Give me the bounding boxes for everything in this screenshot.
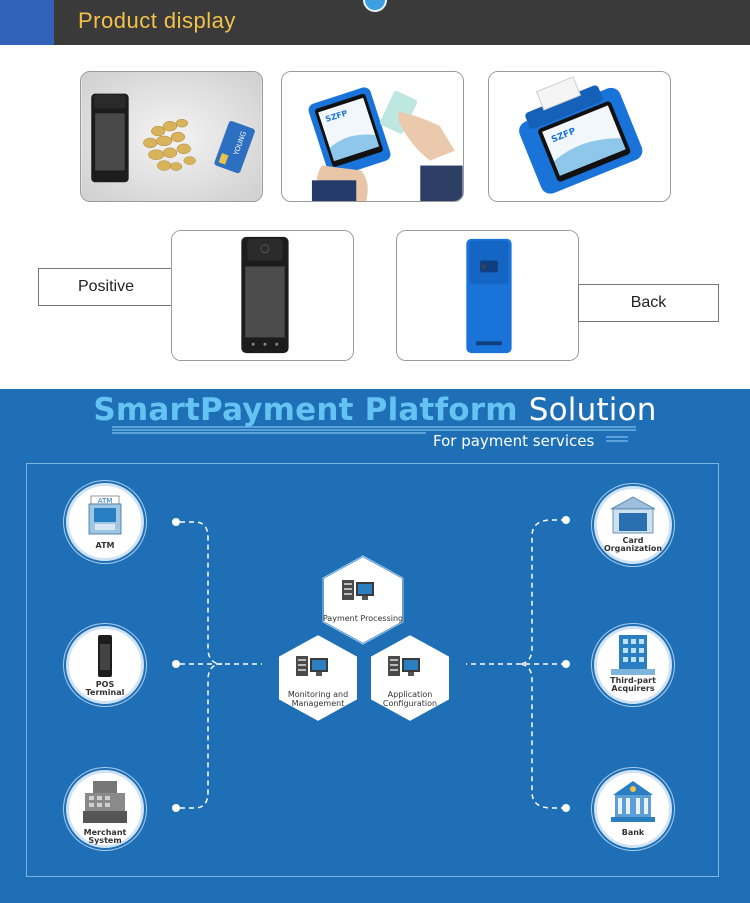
product-photo-back xyxy=(396,230,579,361)
card-organization-label: Card Organization xyxy=(603,536,663,553)
product-photo-coins: YOUNG xyxy=(80,71,263,202)
pos-terminal-node: POS Terminal xyxy=(66,626,144,704)
positive-label-box: Positive xyxy=(38,268,174,306)
center-hex-cluster xyxy=(277,554,451,724)
monitoring-management-label: Monitoring and Management xyxy=(287,690,349,708)
platform-subtitle: For payment services xyxy=(433,432,595,450)
bank-label: Bank xyxy=(621,828,645,837)
atm-node: ATM ATM xyxy=(66,483,144,561)
device-with-coins-image: YOUNG xyxy=(81,72,262,201)
platform-title-solution: Solution xyxy=(528,392,657,428)
card-organization-node: Card Organization xyxy=(594,486,672,564)
product-photo-hand: SZFP xyxy=(281,71,464,202)
section-header: Product display xyxy=(0,0,750,45)
product-photo-printer: SZFP xyxy=(488,71,671,202)
section-title: Product display xyxy=(78,8,236,33)
third-part-acquirers-node: Third-part Acquirers xyxy=(594,626,672,704)
atm-icon: ATM xyxy=(88,495,122,535)
bank-icon xyxy=(611,781,655,822)
device-back-image xyxy=(397,231,578,360)
diagram-frame xyxy=(26,463,719,877)
platform-title-main: SmartPayment Platform xyxy=(93,392,518,428)
pos-terminal-icon xyxy=(98,635,112,677)
header-accent-bar xyxy=(0,0,54,45)
payment-processing-label: Payment Processing xyxy=(322,614,404,623)
product-photo-front xyxy=(171,230,354,361)
cash-register-icon xyxy=(83,781,127,823)
back-label: Back xyxy=(630,294,667,311)
atm-label: ATM xyxy=(95,541,115,550)
card-organization-icon xyxy=(610,496,656,534)
device-front-image xyxy=(172,231,353,360)
pos-terminal-label: POS Terminal xyxy=(85,680,125,697)
application-configuration-label: Application Configuration xyxy=(382,690,438,708)
third-part-acquirers-label: Third-part Acquirers xyxy=(610,676,656,693)
bank-node: Bank xyxy=(594,770,672,848)
building-icon xyxy=(611,635,655,675)
device-in-hand-image: SZFP xyxy=(282,72,463,201)
device-with-printer-image: SZFP xyxy=(489,72,670,201)
title-decor-lines xyxy=(112,426,636,442)
platform-title: SmartPayment Platform Solution xyxy=(0,392,750,428)
back-label-box: Back xyxy=(578,284,719,322)
merchant-system-node: Merchant System xyxy=(66,770,144,848)
positive-label: Positive xyxy=(77,278,135,295)
merchant-system-label: Merchant System xyxy=(83,828,127,845)
svg-text:ATM: ATM xyxy=(98,497,113,505)
